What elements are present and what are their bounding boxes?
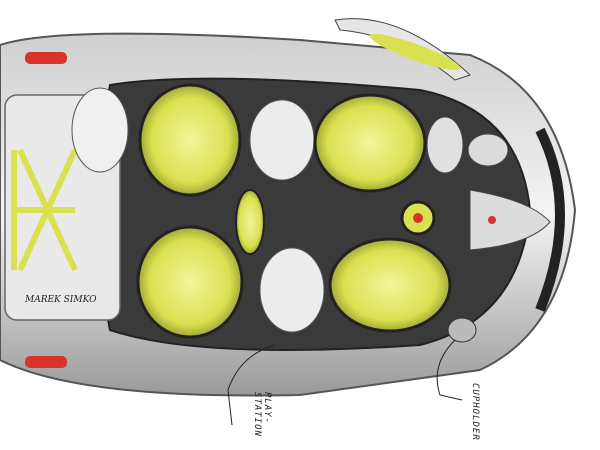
rear-seat-right bbox=[136, 225, 244, 339]
dash-pod-top bbox=[467, 133, 509, 167]
windshield bbox=[535, 127, 565, 312]
rear-seat-left bbox=[138, 83, 242, 197]
play-station-label: PLAY-STATION bbox=[252, 392, 272, 437]
cupholder bbox=[447, 317, 477, 343]
headrest-front-left bbox=[249, 99, 315, 181]
tail-light-bottom bbox=[25, 356, 67, 368]
dashboard-button bbox=[488, 216, 496, 224]
trunk-frame bbox=[11, 148, 78, 272]
cupholder-label: CUPHOLDER bbox=[470, 383, 480, 441]
steering-hub bbox=[413, 213, 423, 223]
rear-seat-back-left bbox=[71, 87, 129, 173]
dash-gauge bbox=[426, 116, 464, 174]
tail-light-top bbox=[25, 52, 67, 64]
front-seat-left bbox=[313, 93, 427, 193]
front-seat-right bbox=[328, 237, 452, 333]
console-pod bbox=[235, 189, 265, 255]
designer-signature: MAREK SIMKO bbox=[24, 295, 97, 305]
door-window bbox=[369, 33, 461, 71]
headrest-front-right bbox=[259, 247, 325, 333]
dashboard-nose bbox=[469, 189, 551, 251]
cupholder-leader bbox=[436, 339, 463, 401]
play-station-leader bbox=[227, 344, 276, 426]
